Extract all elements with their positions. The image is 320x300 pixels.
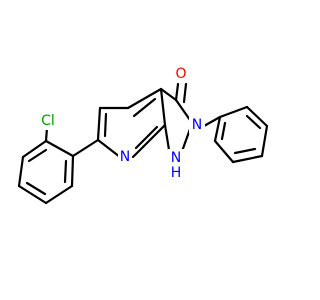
bond [44,184,74,205]
nh-group: N H [168,149,184,183]
bond [70,154,75,188]
bond [44,126,49,143]
bond [233,147,257,155]
bond [17,155,25,188]
bond [174,82,180,102]
bond [245,105,269,128]
atom-labels: O Cl N N N H [37,65,205,183]
bond [220,121,227,141]
bond [63,159,68,184]
nh-hydrogen-label: H [171,165,182,181]
bond [21,139,48,159]
bond [126,87,163,110]
bond [96,106,102,142]
chlorine-atom: Cl [37,112,59,130]
bond [218,105,249,119]
molecule-structure: O Cl N N N H [17,65,269,205]
bond [17,184,48,205]
bond [44,139,75,158]
bond [159,87,178,102]
bond [174,98,192,122]
pyridine-nitrogen-atom: N [118,148,132,166]
nh-nitrogen-label: N [171,150,181,166]
chlorine-label: Cl [41,113,55,129]
bond [202,115,222,128]
oxygen-label: O [175,66,186,82]
bond [213,115,222,143]
bond [159,87,167,127]
bond [182,82,188,104]
bond [245,114,262,130]
pyrazole-nitrogen-atom: N [189,116,205,134]
bond [103,112,108,138]
bond [260,124,269,158]
bond [96,138,122,159]
bond [71,138,100,158]
bond [131,123,167,159]
bond [134,125,159,150]
bond [231,154,264,164]
bond [213,139,235,164]
pyrazole-nitrogen-label: N [192,117,202,133]
bond [132,97,157,118]
bond [25,181,47,196]
oxygen-atom: O [173,65,189,83]
bond-layer [17,82,269,205]
pyridine-nitrogen-label: N [120,149,130,165]
bond [27,148,48,163]
